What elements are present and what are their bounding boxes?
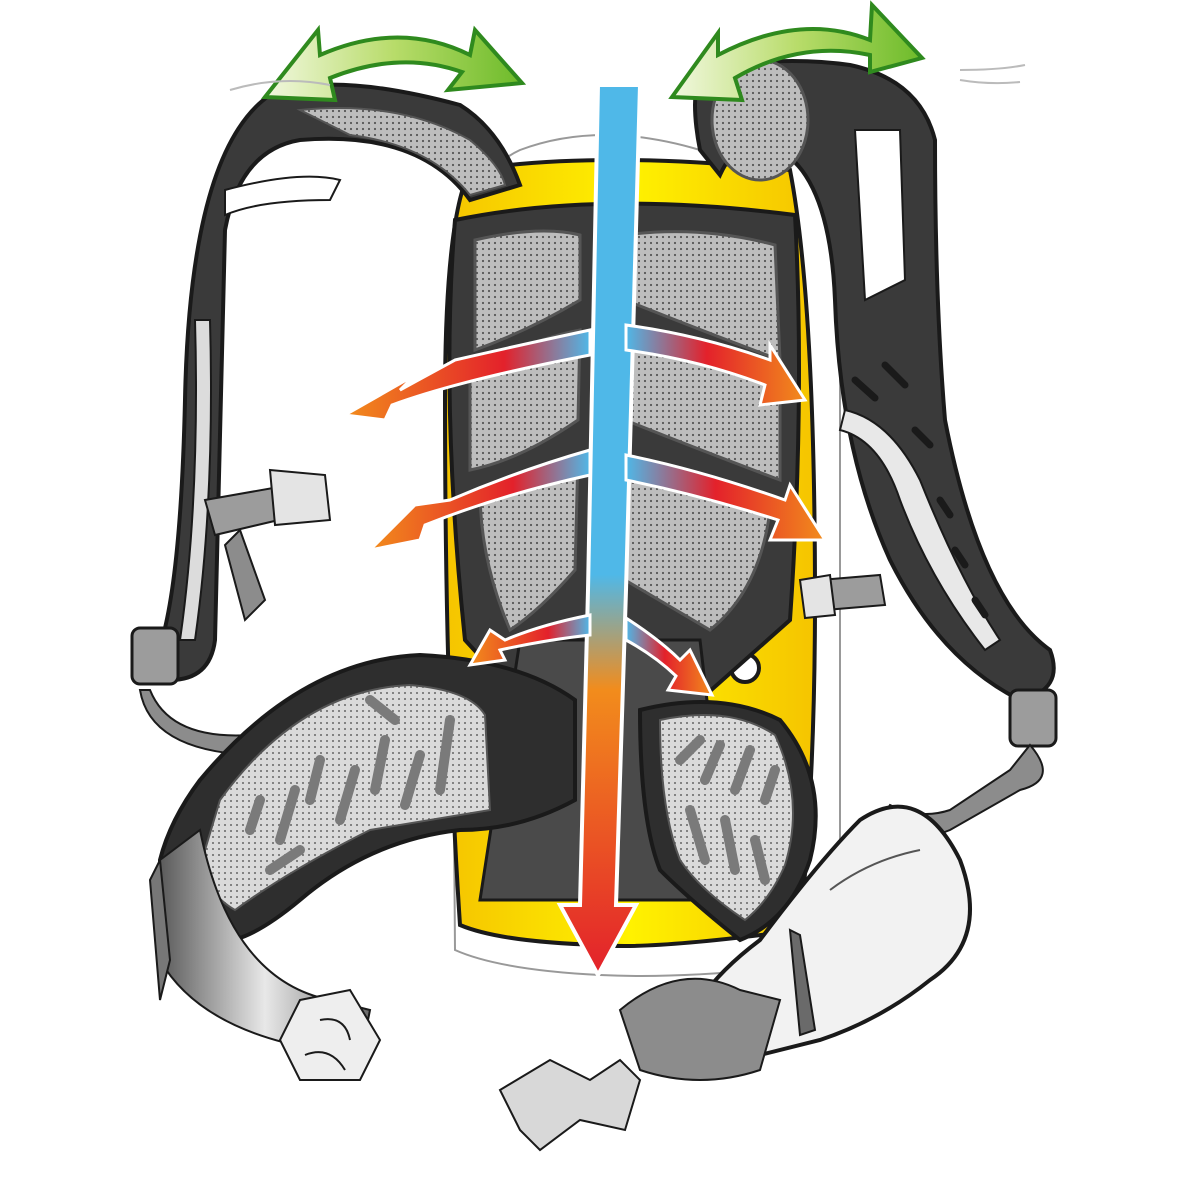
mesh-pad-upper-left — [473, 229, 582, 353]
ladder-lock-right — [1008, 688, 1058, 748]
hip-pad-slots-right — [675, 735, 780, 885]
strap-vent-slots — [851, 361, 989, 619]
hip-buckle-male — [498, 1058, 642, 1152]
shoulder-silhouette — [229, 64, 1026, 91]
vent-arrow-right-bottom — [624, 615, 715, 697]
hip-buckle-female — [278, 988, 382, 1081]
vent-arrow-left-upper — [340, 328, 592, 422]
motion-arrow-right-shoulder — [668, 0, 926, 103]
hip-belt-right — [498, 700, 972, 1152]
vent-arrow-right-upper — [624, 323, 808, 407]
vent-arrow-left-bottom — [467, 613, 592, 667]
sternum-buckle-female — [798, 573, 837, 620]
motion-arrows — [261, 0, 926, 103]
vent-arrow-left-lower — [365, 448, 592, 553]
hip-belt-strap-right — [618, 977, 782, 1081]
sternum-buckle-male — [268, 468, 332, 527]
airflow-arrows — [340, 83, 828, 980]
zipper-pull — [788, 928, 817, 1037]
motion-arrow-left-shoulder — [261, 24, 527, 103]
strap-mesh-left — [296, 107, 507, 197]
vent-arrow-right-lower — [624, 453, 828, 542]
ladder-lock-left — [130, 626, 180, 686]
hip-belt-left — [148, 652, 577, 1081]
hip-pad-slots-left — [245, 695, 455, 875]
